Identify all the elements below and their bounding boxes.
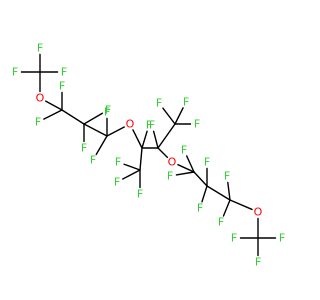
oxygen-atom-label: O (126, 118, 135, 131)
bond-C4-F9 (95, 135, 108, 156)
fluorine-atom-label: F (224, 170, 230, 183)
bond-C6-F12 (122, 169, 141, 180)
bond-C11-F22 (227, 181, 231, 201)
fluorine-atom-label: F (105, 104, 111, 117)
bond-C7-O3 (157, 147, 169, 159)
bond-C8-F16 (162, 107, 176, 125)
bond-C2-F4 (43, 109, 63, 120)
fluorine-atom-label: F (279, 232, 285, 245)
fluorine-atom-label: F (156, 97, 162, 110)
fluorine-atom-label: F (183, 96, 189, 109)
oxygen-atom-label: O (36, 92, 45, 105)
bond-C5-F10 (141, 130, 148, 149)
diagram-background (0, 0, 300, 300)
bond-O2-C5 (132, 129, 143, 149)
oxygen-atom-label: O (168, 156, 177, 169)
bond-C10-F21 (201, 185, 208, 203)
bond-C3-F6 (83, 112, 104, 125)
bond-C8-F15 (174, 107, 184, 125)
fluorine-atom-label: F (204, 156, 210, 169)
fluorine-atom-label: F (167, 170, 173, 183)
bond-C3-C4 (83, 123, 108, 137)
fluorine-atom-label: F (104, 106, 110, 119)
fluorine-atom-label: F (231, 232, 237, 245)
bond-C9-F18 (185, 155, 195, 173)
fluorine-atom-label: F (37, 42, 43, 55)
fluorine-atom-label: F (194, 118, 200, 131)
fluorine-atom-label: F (197, 202, 203, 215)
fluorine-atom-label: F (61, 66, 67, 79)
bond-C9-C10 (193, 171, 208, 187)
bond-C9-F19 (175, 171, 195, 176)
bond-C11-O4 (229, 199, 253, 211)
fluorine-atom-label: F (218, 216, 224, 229)
fluorine-atom-label: F (12, 66, 18, 79)
bond-C7-F14 (152, 130, 159, 149)
fluorine-atom-label: F (137, 188, 143, 201)
fluorine-atom-label: F (115, 156, 121, 169)
fluorine-atom-label: F (146, 119, 152, 132)
bond-C10-C11 (206, 185, 231, 201)
fluorine-atom-label: F (255, 256, 261, 269)
fluorine-atom-label: F (149, 119, 155, 132)
bond-O1-C2 (45, 100, 63, 111)
bond-C4-O2 (106, 126, 125, 137)
fluorine-atom-label: F (81, 142, 87, 155)
fluorine-atom-label: F (35, 116, 41, 129)
bond-C7-C8 (157, 123, 176, 149)
fluorine-atom-label: F (90, 154, 96, 167)
oxygen-atom-label: O (254, 206, 263, 219)
bond-C6-F11 (123, 163, 141, 171)
bond-C2-C3 (61, 109, 85, 125)
fluorine-atom-label: F (59, 80, 65, 93)
bond-O3-C9 (177, 163, 195, 173)
bond-C11-F23 (222, 199, 231, 217)
bond-layer (20, 53, 277, 257)
fluorine-atom-label: F (114, 176, 120, 189)
fluorine-atom-label: F (181, 144, 187, 157)
bond-C5-C6 (139, 147, 143, 171)
